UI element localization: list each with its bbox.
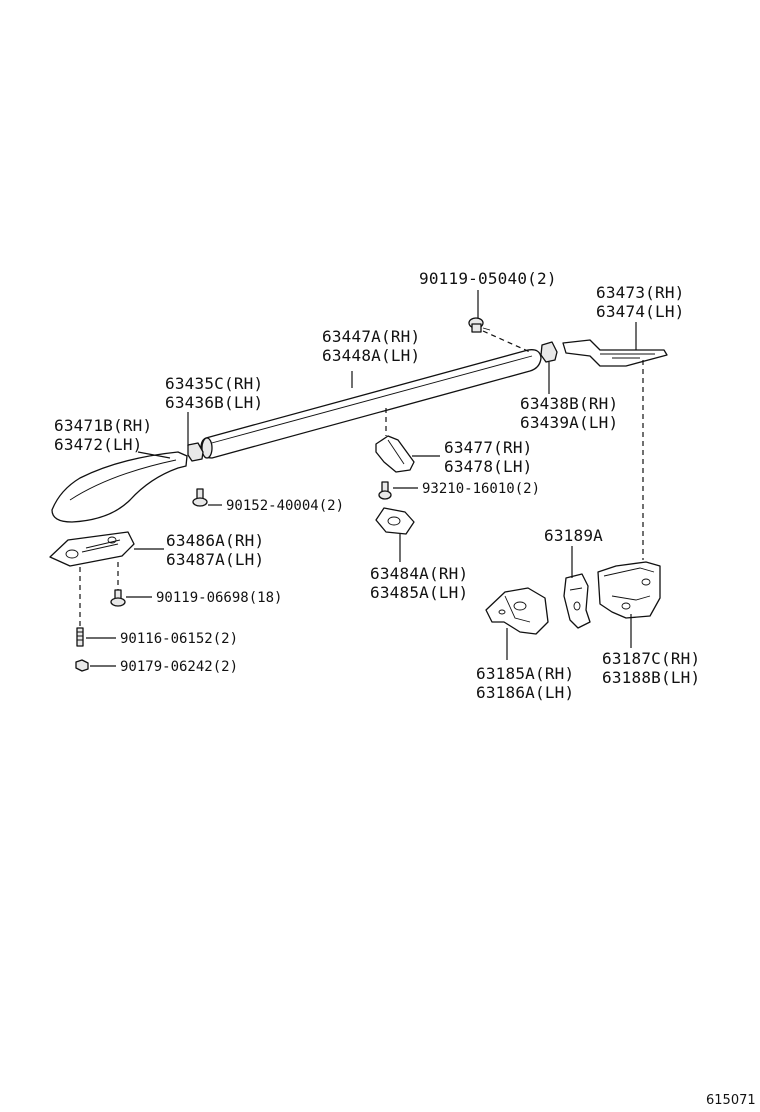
support-bracket-rear-part bbox=[597, 561, 661, 619]
nut-90179-06242-part bbox=[75, 659, 89, 672]
label-93210-16010: 93210-16010(2) bbox=[422, 481, 540, 497]
label-63189A: 63189A bbox=[544, 526, 603, 545]
leader-lines bbox=[86, 290, 637, 667]
label-63435C: 63435C(RH) bbox=[165, 374, 263, 393]
label-63473: 63473(RH) bbox=[596, 283, 685, 302]
diagram-id: 615071 bbox=[706, 1093, 756, 1108]
screw-93210-16010-part bbox=[378, 481, 392, 500]
label-63186A: 63186A(LH) bbox=[476, 683, 574, 702]
label-63474: 63474(LH) bbox=[596, 302, 685, 321]
stud-90116-06152-part bbox=[76, 627, 84, 647]
label-63478: 63478(LH) bbox=[444, 457, 533, 476]
front-pad-plate-part bbox=[49, 531, 135, 567]
label-63447A: 63447A(RH) bbox=[322, 327, 420, 346]
label-63188B: 63188B(LH) bbox=[602, 668, 700, 687]
rail-end-block-left-part bbox=[187, 442, 204, 462]
label-63472: 63472(LH) bbox=[54, 435, 143, 454]
label-63448A: 63448A(LH) bbox=[322, 346, 420, 365]
label-63436B: 63436B(LH) bbox=[165, 393, 263, 412]
bolt-90119-05040-part bbox=[468, 317, 491, 333]
label-90152-40004: 90152-40004(2) bbox=[226, 498, 344, 514]
label-63471B: 63471B(RH) bbox=[54, 416, 152, 435]
bolt-90152-40004-part bbox=[192, 488, 208, 507]
rear-end-cover-part bbox=[562, 339, 668, 367]
rail-end-block-right-part bbox=[540, 341, 558, 363]
front-end-cover-part bbox=[51, 451, 188, 523]
middle-support-leg-part bbox=[375, 435, 415, 473]
support-bracket-front-part bbox=[485, 587, 549, 635]
roof-rail-part bbox=[200, 349, 542, 459]
label-63185A: 63185A(RH) bbox=[476, 664, 574, 683]
label-63487A: 63487A(LH) bbox=[166, 550, 264, 569]
label-90116-06152: 90116-06152(2) bbox=[120, 631, 238, 647]
label-90179-06242: 90179-06242(2) bbox=[120, 659, 238, 675]
label-63439A: 63439A(LH) bbox=[520, 413, 618, 432]
label-63438B: 63438B(RH) bbox=[520, 394, 618, 413]
label-63187C: 63187C(RH) bbox=[602, 649, 700, 668]
label-63486A: 63486A(RH) bbox=[166, 531, 264, 550]
label-63484A: 63484A(RH) bbox=[370, 564, 468, 583]
label-63485A: 63485A(LH) bbox=[370, 583, 468, 602]
bolt-90119-06698-part bbox=[110, 589, 126, 607]
support-bracket-center-part bbox=[563, 573, 591, 629]
middle-gasket-plate-part bbox=[375, 507, 415, 535]
label-90119-05040: 90119-05040(2) bbox=[419, 269, 557, 288]
label-90119-06698: 90119-06698(18) bbox=[156, 590, 282, 606]
label-63477: 63477(RH) bbox=[444, 438, 533, 457]
